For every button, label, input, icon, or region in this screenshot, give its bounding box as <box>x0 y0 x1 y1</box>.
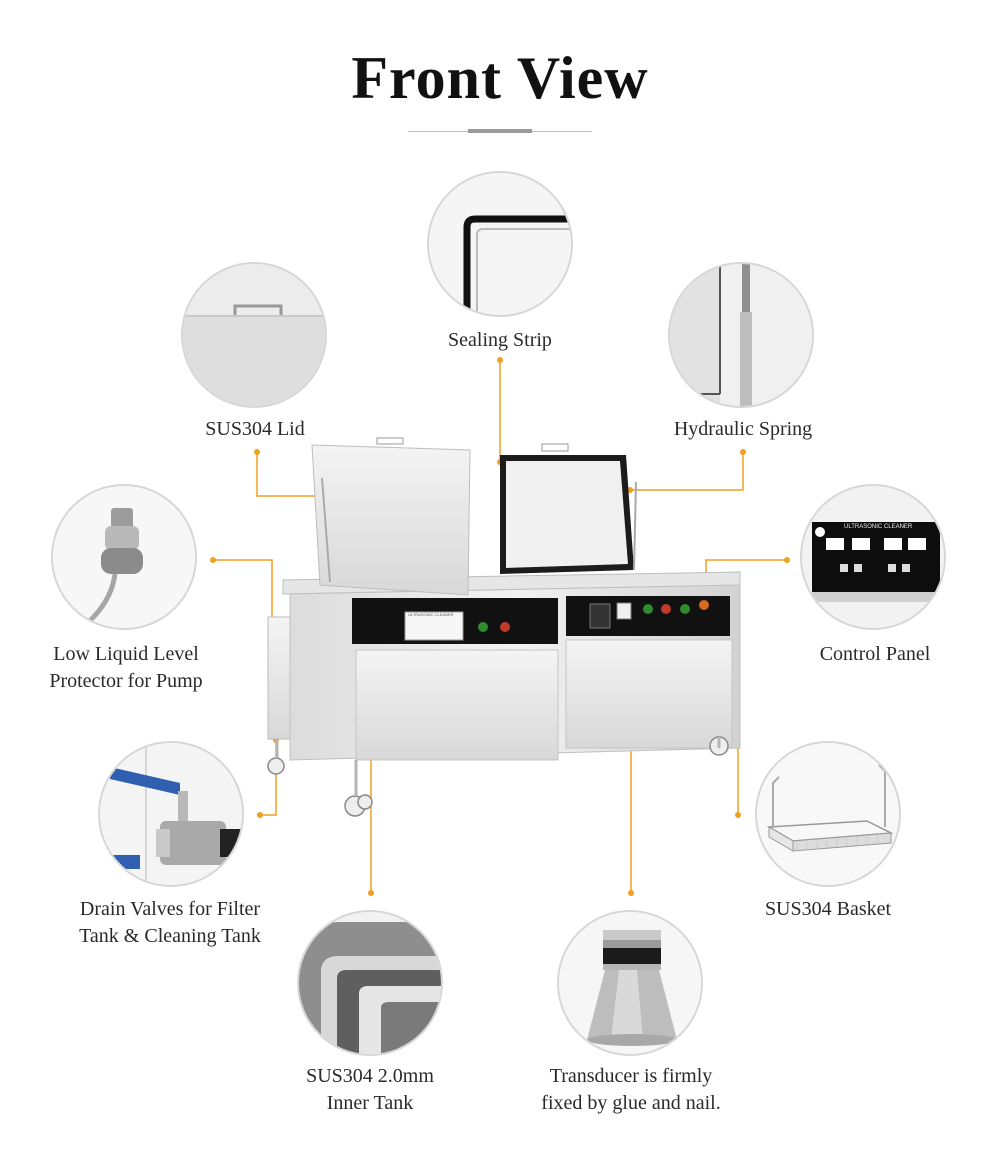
transducer-detail <box>557 910 703 1056</box>
sealing-strip-detail <box>427 171 573 317</box>
sus304-lid-detail <box>181 262 327 408</box>
transducer-line1: Transducer is firmly <box>549 1065 713 1087</box>
transducer-label: Transducer is firmly fixed by glue and n… <box>511 1063 751 1117</box>
sus304-basket-detail <box>755 741 901 887</box>
low-liquid-level-label: Low Liquid Level Protector for Pump <box>26 641 226 695</box>
low-liquid-level-line1: Low Liquid Level <box>53 643 199 665</box>
page-title: Front View <box>351 45 649 111</box>
low-liquid-level-detail <box>51 484 197 630</box>
panel-brand-text: ULTRASONIC CLEANER <box>408 612 454 617</box>
drain-valves-line2: Tank & Cleaning Tank <box>79 925 261 947</box>
inner-tank-line1: SUS304 2.0mm <box>306 1065 434 1087</box>
drain-valves-label: Drain Valves for Filter Tank & Cleaning … <box>50 896 290 950</box>
hydraulic-spring-detail <box>668 262 814 408</box>
inner-tank-detail <box>297 910 443 1056</box>
title-underline-accent <box>468 129 532 133</box>
transducer-line2: fixed by glue and nail. <box>541 1092 721 1114</box>
inner-tank-line2: Inner Tank <box>326 1092 414 1114</box>
control-panel-brand-text: ULTRASONIC CLEANER <box>844 524 913 530</box>
control-panel-detail: ULTRASONIC CLEANER <box>800 484 946 630</box>
sealing-strip-label: Sealing Strip <box>448 329 552 351</box>
low-liquid-level-line2: Protector for Pump <box>49 670 203 692</box>
sus304-basket-label: SUS304 Basket <box>764 898 892 920</box>
sus304-lid-label: SUS304 Lid <box>205 418 305 440</box>
control-panel-label: Control Panel <box>819 643 931 665</box>
inner-tank-label: SUS304 2.0mm Inner Tank <box>270 1063 470 1117</box>
drain-valves-detail <box>98 741 244 887</box>
drain-valves-line1: Drain Valves for Filter <box>79 898 261 920</box>
hydraulic-spring-label: Hydraulic Spring <box>673 418 813 440</box>
